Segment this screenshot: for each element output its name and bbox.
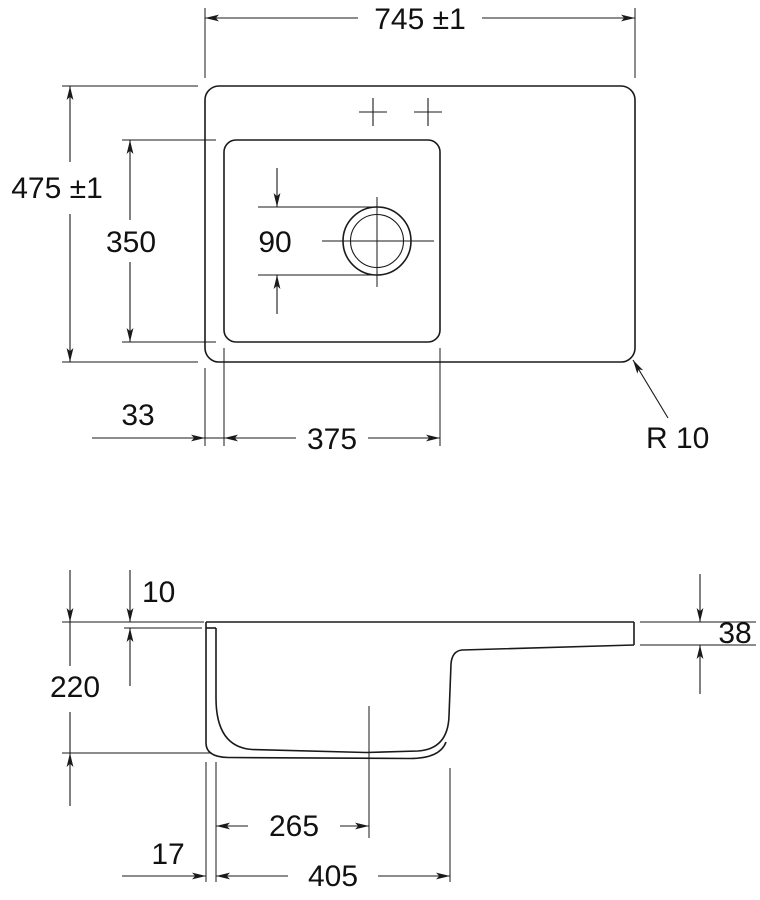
dim-edge-offset-label: 33 [121, 399, 154, 432]
dim-drain-diameter-label: 90 [258, 226, 291, 259]
dim-overall-width-label: 745 ±1 [374, 3, 466, 36]
tap-hole-marker-left [359, 98, 387, 126]
dim-right-edge-height-label: 38 [718, 617, 751, 650]
section-view: 10 220 38 265 [50, 570, 756, 893]
dim-right-edge-height: 38 [640, 574, 756, 694]
dim-drain-center-offset: 265 [216, 810, 369, 843]
dim-bowl-width-topview: 375 [224, 348, 441, 456]
dim-overall-depth-label: 475 ±1 [11, 172, 103, 205]
dim-bowl-width-section: 405 [215, 762, 451, 893]
dim-bowl-depth-topview: 350 [106, 139, 216, 343]
dim-corner-radius: R 10 [632, 359, 709, 455]
top-view: 745 ±1 475 ±1 350 90 [11, 3, 709, 456]
dim-bowl-width-section-label: 405 [308, 860, 358, 893]
dim-overall-depth: 475 ±1 [11, 85, 198, 363]
bowl-inner-profile [215, 628, 635, 754]
dim-edge-wall-offset-label: 17 [151, 838, 184, 871]
radius-leader-line [632, 359, 669, 419]
dim-overall-width: 745 ±1 [204, 3, 636, 78]
dim-bowl-depth-section: 220 [50, 570, 212, 806]
dim-rim-thickness-label: 10 [142, 576, 175, 609]
dim-corner-radius-label: R 10 [646, 422, 709, 455]
sink-outline [204, 85, 636, 363]
dim-rim-thickness: 10 [62, 570, 204, 686]
tap-hole-marker-right [414, 98, 442, 126]
dim-drain-diameter: 90 [258, 168, 382, 314]
bowl-outline [223, 139, 441, 343]
dim-bowl-depth-label: 350 [106, 226, 156, 259]
dim-edge-offset: 33 [92, 348, 225, 446]
dim-bowl-width-label: 375 [307, 423, 357, 456]
dim-drain-center-offset-label: 265 [269, 810, 319, 843]
dim-bowl-depth-section-label: 220 [50, 671, 100, 704]
dim-edge-wall-offset: 17 [122, 762, 207, 882]
bowl-outer-profile [205, 622, 447, 760]
